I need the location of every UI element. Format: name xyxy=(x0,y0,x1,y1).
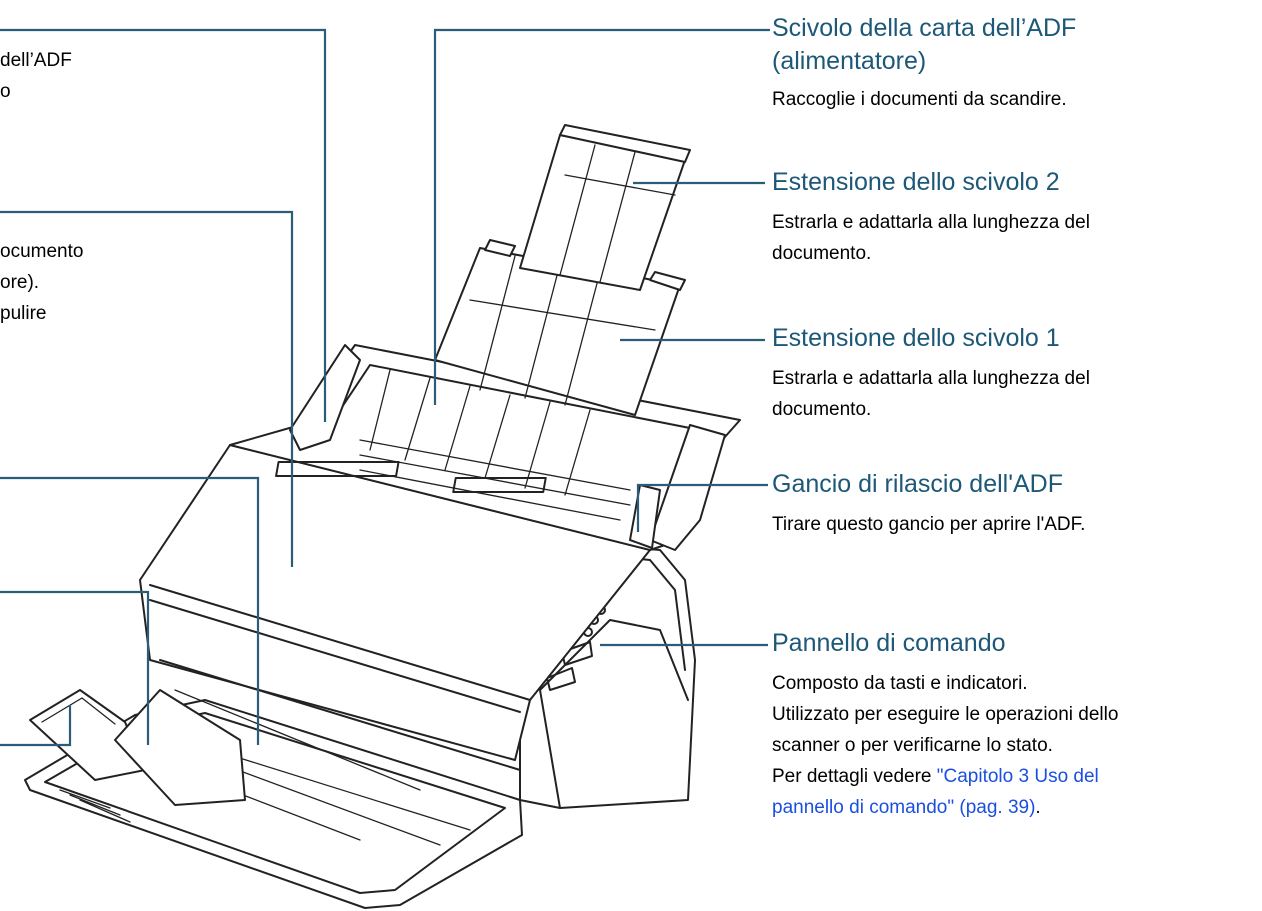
control-panel-heading: Pannello di comando xyxy=(772,629,1006,657)
leader-adf-release xyxy=(636,483,768,532)
adf-chute-heading-line1: Scivolo della carta dell’ADF xyxy=(772,14,1077,42)
left-fragment-3: ocumento xyxy=(0,241,84,262)
callout-extension-2: Estensione dello scivolo 2 Estrarla e ad… xyxy=(772,166,1090,269)
extension-1-heading: Estensione dello scivolo 1 xyxy=(772,324,1060,352)
extension-2-desc-line2: documento. xyxy=(772,243,872,264)
extension-2-desc-line1: Estrarla e adattarla alla lunghezza del xyxy=(772,212,1090,233)
leader-left-5 xyxy=(0,705,72,747)
adf-release-heading: Gancio di rilascio dell'ADF xyxy=(772,470,1063,498)
left-fragment-1: dell’ADF xyxy=(0,50,72,71)
control-panel-desc-line2: Utilizzato per eseguire le operazioni de… xyxy=(772,704,1119,725)
control-panel-desc-line3: scanner o per verificarne lo stato. xyxy=(772,735,1053,756)
left-fragment-2: o xyxy=(0,81,11,102)
extension-2-heading: Estensione dello scivolo 2 xyxy=(772,168,1060,196)
chapter-3-link-part1[interactable]: "Capitolo 3 Uso del xyxy=(936,766,1099,787)
extension-1-desc-line1: Estrarla e adattarla alla lunghezza del xyxy=(772,368,1090,389)
control-panel-desc-line1: Composto da tasti e indicatori. xyxy=(772,673,1028,694)
control-panel-desc-line4: Per dettagli vedere "Capitolo 3 Uso del xyxy=(772,761,1118,792)
left-fragment-4: ore). xyxy=(0,272,40,293)
scanner-drawing xyxy=(24,124,741,909)
extension-1-desc-line2: documento. xyxy=(772,399,872,420)
leader-lines xyxy=(0,28,770,747)
control-panel-desc-prefix: Per dettagli vedere xyxy=(772,766,937,787)
control-panel-desc-suffix: . xyxy=(1035,797,1041,818)
leader-adf-chute xyxy=(433,28,770,405)
leader-left-1 xyxy=(0,28,327,422)
callout-adf-chute: Scivolo della carta dell’ADF (alimentato… xyxy=(772,12,1076,115)
callout-extension-1: Estensione dello scivolo 1 Estrarla e ad… xyxy=(772,322,1090,425)
adf-chute-heading-line2: (alimentatore) xyxy=(772,47,927,75)
adf-chute-desc: Raccoglie i documenti da scandire. xyxy=(772,89,1067,110)
chapter-3-link-part2[interactable]: pannello di comando" (pag. 39) xyxy=(772,797,1036,818)
left-fragment-5: pulire xyxy=(0,303,47,324)
leader-left-3 xyxy=(0,476,260,745)
callout-adf-release: Gancio di rilascio dell'ADF Tirare quest… xyxy=(772,468,1085,540)
callout-control-panel: Pannello di comando Composto da tasti e … xyxy=(772,627,1118,823)
leader-left-2 xyxy=(0,210,294,567)
adf-release-desc: Tirare questo gancio per aprire l'ADF. xyxy=(772,514,1086,535)
leader-left-4 xyxy=(0,590,150,745)
control-panel-desc-line5: pannello di comando" (pag. 39). xyxy=(772,792,1118,823)
